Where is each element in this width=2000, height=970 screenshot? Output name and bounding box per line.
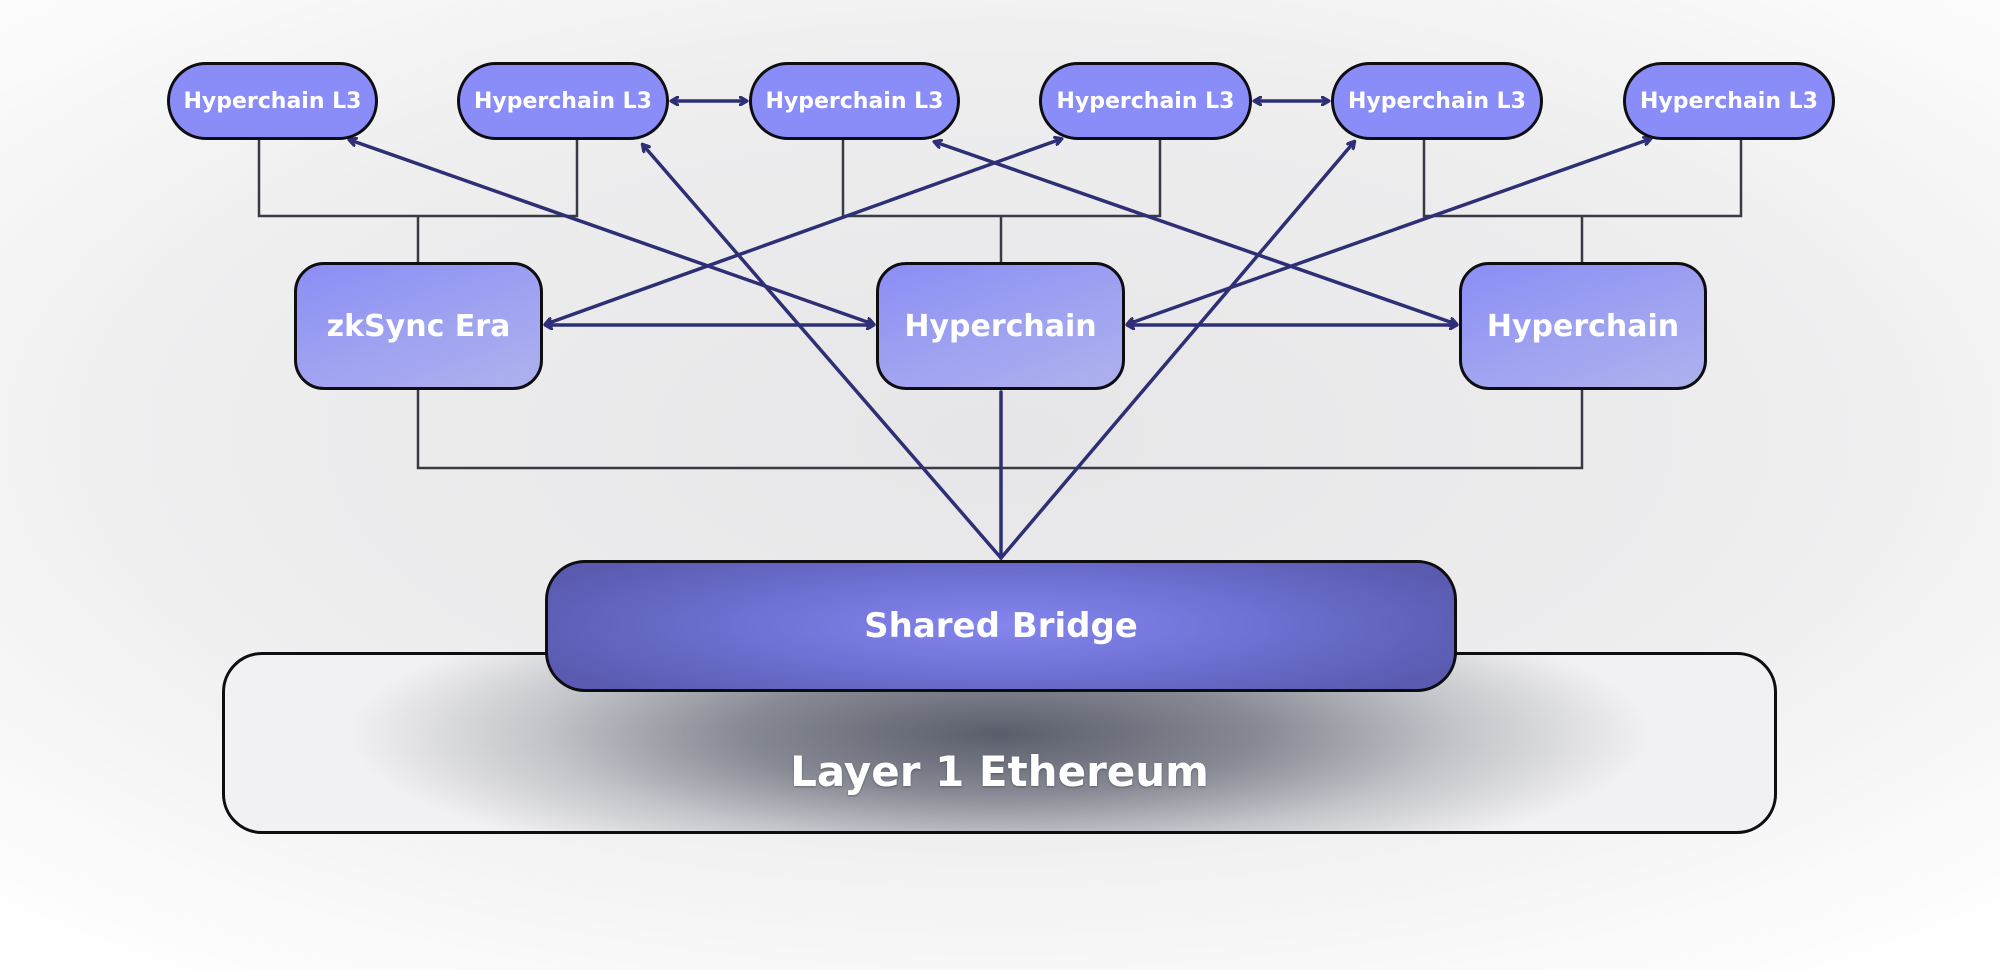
layer1-label: Layer 1 Ethereum [790,746,1209,796]
arrow-bridge-l3-5 [999,142,1354,560]
l3-node-3[interactable]: Hyperchain L3 [749,62,960,140]
l3-node-5[interactable]: Hyperchain L3 [1331,62,1543,140]
layer1-ethereum[interactable]: Layer 1 Ethereum [222,652,1777,834]
l2-node-hyperchain-1[interactable]: Hyperchain [876,262,1125,390]
l3-node-label: Hyperchain L3 [183,88,362,114]
l3-node-label: Hyperchain L3 [1639,88,1818,114]
shared-bridge-label: Shared Bridge [864,606,1138,646]
l2-node-label: zkSync Era [326,308,511,344]
l2-node-hyperchain-2[interactable]: Hyperchain [1459,262,1707,390]
l2-node-label: Hyperchain [904,308,1097,344]
l3-node-4[interactable]: Hyperchain L3 [1039,62,1252,140]
l3-node-label: Hyperchain L3 [1347,88,1526,114]
l3-node-label: Hyperchain L3 [473,88,652,114]
l3-node-label: Hyperchain L3 [1056,88,1235,114]
l2-node-label: Hyperchain [1486,308,1680,344]
shared-bridge[interactable]: Shared Bridge [545,560,1457,692]
arrow-bridge-l3-2 [643,145,1003,560]
l2-node-zksync-era[interactable]: zkSync Era [294,262,543,390]
bracket-l3-group-1 [257,140,579,262]
l3-node-label: Hyperchain L3 [765,88,944,114]
l3-node-6[interactable]: Hyperchain L3 [1623,62,1835,140]
arrow-hyperchain-2-l3-6 [1128,139,1650,324]
l3-node-1[interactable]: Hyperchain L3 [167,62,378,140]
l3-node-2[interactable]: Hyperchain L3 [457,62,669,140]
